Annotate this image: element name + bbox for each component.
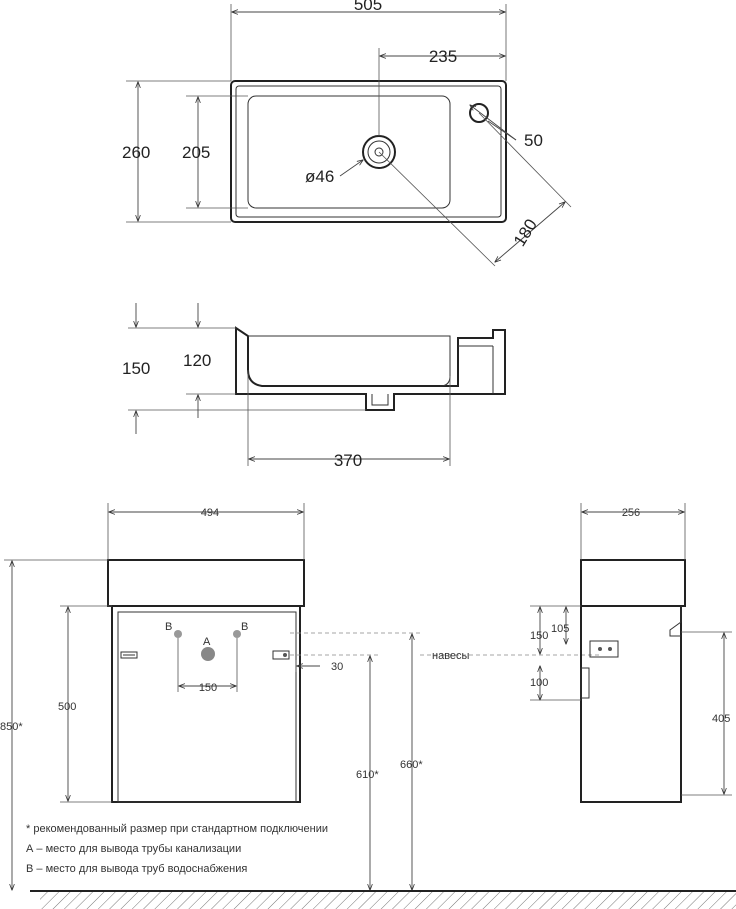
sink-outline [230,80,507,223]
hinges-label: навесы [432,650,470,662]
dim-depth-260: 260 [122,143,150,162]
front-view: B A B 494 850* 500 150 30 610* 660* [0,503,600,890]
sink-top-view: 505 235 260 205 ø46 50 180 [122,0,572,267]
dim-hinge-30: 30 [331,661,343,673]
label-a: A [203,636,211,648]
dim-height-610: 610* [356,769,379,781]
dim-side-150: 150 [530,630,548,642]
note-b: В – место для вывода труб водоснабжения [26,863,247,875]
dim-bowl-205: 205 [182,143,210,162]
sink-bowl [247,95,451,209]
label-b-right: B [241,621,248,633]
dim-height-150: 150 [122,359,150,378]
dim-overall-850: 850* [0,721,23,733]
dim-drain-235: 235 [429,47,457,66]
basin-side [580,559,686,607]
sink-section-view: 150 120 370 [122,303,506,470]
dim-drain-diameter: ø46 [305,167,334,186]
dim-width-505: 505 [354,0,382,14]
label-b-left: B [165,621,172,633]
dim-width-256: 256 [622,507,640,519]
side-view: 256 150 105 100 405 [530,503,732,803]
note-recommended: * рекомендованный размер при стандартном… [26,823,328,835]
sink-profile [235,326,506,411]
tap-hole [469,103,489,123]
notes: * рекомендованный размер при стандартном… [26,823,328,875]
dim-side-105: 105 [551,623,569,635]
dim-bowl-height-120: 120 [183,351,211,370]
dim-bowl-width-370: 370 [334,451,362,470]
cabinet-side [580,605,682,803]
basin-front [107,559,305,607]
drain-pipe [201,647,215,661]
note-a: А – место для вывода трубы канализации [26,843,241,855]
water-pipe-right [233,630,241,638]
water-pipe-left [174,630,182,638]
dim-side-100: 100 [530,677,548,689]
dim-cabinet-500: 500 [58,701,76,713]
dim-pipe-spacing-150: 150 [199,682,217,694]
dim-tap-50: 50 [524,131,543,150]
dim-side-405: 405 [712,713,730,725]
dim-width-494: 494 [201,507,219,519]
floor [30,890,736,909]
dim-height-660: 660* [400,759,423,771]
